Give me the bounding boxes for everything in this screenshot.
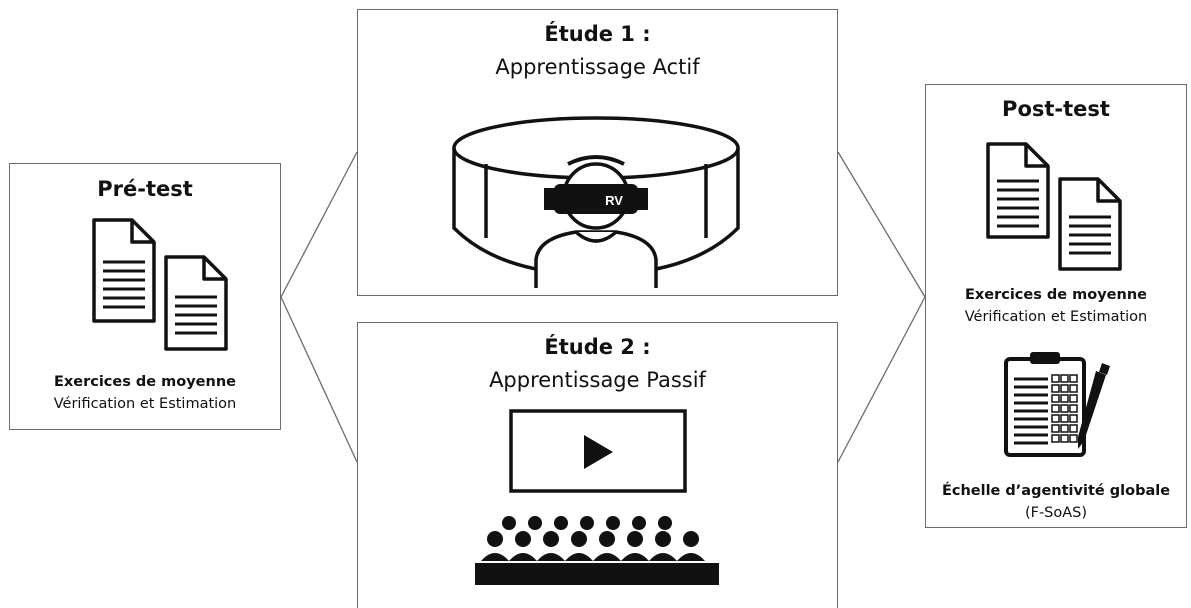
document-icon	[92, 218, 228, 351]
connector-pretest-study1	[280, 151, 358, 298]
play-icon	[584, 435, 613, 469]
posttest-exercise-title: Exercices de moyenne	[964, 287, 1147, 303]
pretest-exercise-sub: Vérification et Estimation	[53, 396, 237, 412]
posttest-scale-title: Échelle d’agentivité globale	[941, 483, 1171, 499]
audience-icon	[475, 516, 719, 585]
connector-study1-posttest	[837, 151, 926, 298]
posttest-title: Post-test	[1002, 97, 1110, 121]
pen-icon	[1078, 363, 1110, 449]
pretest-title: Pré-test	[97, 177, 193, 201]
connector-study2-posttest	[837, 296, 926, 463]
study2-title: Étude 2 :	[544, 335, 651, 359]
study2-box: Étude 2 : Apprentissage Passif	[357, 322, 838, 608]
study1-box: Étude 1 : Apprentissage Actif RV	[357, 9, 838, 296]
pretest-box: Pré-test Exercices de moyenne Vérificati…	[9, 163, 281, 430]
clipboard-icon	[1004, 352, 1110, 457]
study1-subtitle: Apprentissage Actif	[495, 55, 700, 79]
document-icon	[986, 142, 1122, 271]
posttest-exercise-sub: Vérification et Estimation	[964, 309, 1148, 325]
vr-headset-icon: RV	[452, 116, 740, 288]
headset-label: RV	[605, 193, 623, 208]
connector-pretest-study2	[280, 296, 358, 463]
video-screen-icon	[509, 409, 687, 493]
posttest-box: Post-test Exercices de moyenne Vérificat…	[925, 84, 1187, 528]
pretest-exercise-title: Exercices de moyenne	[53, 374, 236, 390]
study1-title: Étude 1 :	[544, 22, 651, 46]
study2-subtitle: Apprentissage Passif	[489, 368, 706, 392]
posttest-scale-sub: (F-SoAS)	[1024, 505, 1088, 521]
